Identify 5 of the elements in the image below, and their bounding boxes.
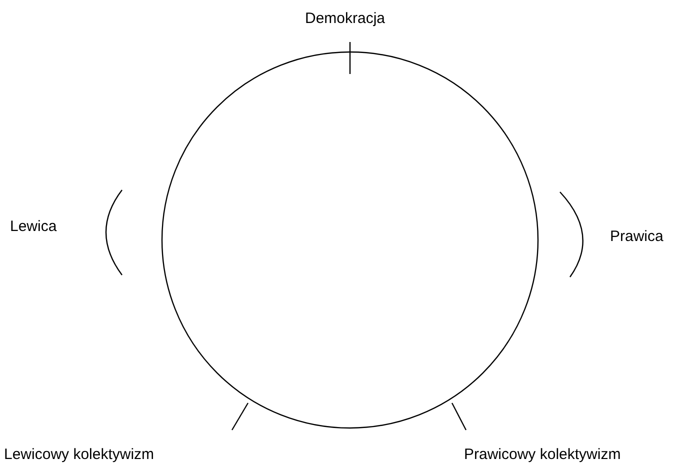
axis-label: Demokracja: [305, 10, 386, 28]
axis-label: Lewicowy kolektywizm: [4, 446, 154, 464]
axis-label: Lewica: [10, 218, 57, 236]
axis-label: Prawica: [610, 228, 664, 246]
axis-label: Prawicowy kolektywizm: [464, 446, 621, 464]
